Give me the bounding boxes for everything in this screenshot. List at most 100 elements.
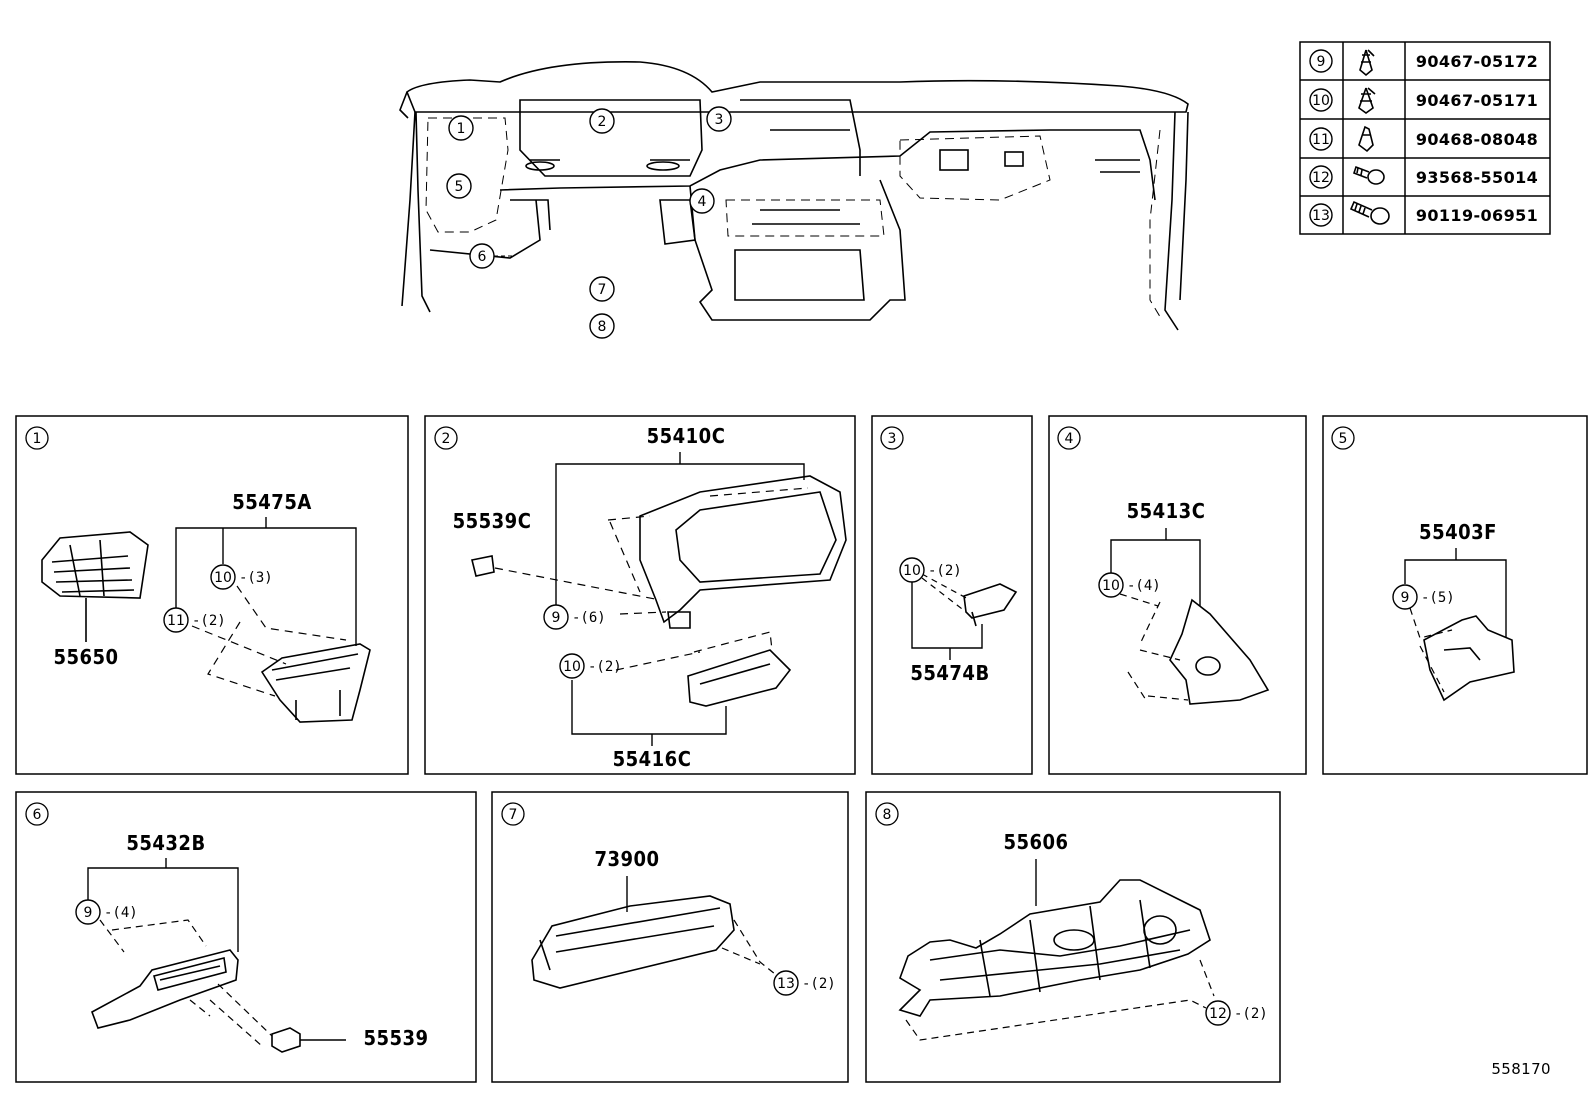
svg-text:5: 5 — [455, 179, 464, 195]
legend-ref: 13 — [1312, 208, 1330, 224]
svg-text:10: 10 — [563, 659, 581, 675]
svg-text:11: 11 — [167, 613, 185, 629]
callout-3: 3 — [706, 106, 732, 132]
part-label-55650: 55650 — [53, 645, 118, 669]
legend-ref: 9 — [1317, 54, 1326, 70]
trim-illustration — [1423, 615, 1515, 702]
svg-text:10: 10 — [1102, 578, 1120, 594]
svg-text:-(5): -(5) — [1421, 590, 1455, 606]
svg-text:-(4): -(4) — [1127, 578, 1161, 594]
leader-lines — [626, 876, 781, 979]
airbag-illustration — [531, 895, 735, 989]
ref-10: 10 -(2) — [899, 557, 962, 583]
panel-number: 6 — [33, 807, 42, 823]
clip-icon — [1359, 49, 1375, 77]
svg-text:8: 8 — [598, 319, 607, 335]
overview-callouts: 1 2 3 4 5 6 7 8 — [446, 106, 732, 339]
part-label-73900: 73900 — [594, 847, 659, 871]
part-label-55410C: 55410C — [647, 424, 726, 448]
leader-lines — [1110, 528, 1201, 701]
ref-10: 10 -(3) — [210, 564, 273, 590]
part-label-55432B: 55432B — [126, 831, 205, 855]
panel-number: 1 — [33, 431, 42, 447]
svg-text:-(2): -(2) — [802, 976, 836, 992]
switch-illustration — [471, 555, 495, 577]
svg-text:-(2): -(2) — [588, 659, 622, 675]
panel-number: 2 — [442, 431, 451, 447]
legend-part-number: 90467-05171 — [1416, 91, 1538, 110]
callout-2: 2 — [589, 108, 615, 134]
callout-4: 4 — [689, 188, 715, 214]
svg-text:-(4): -(4) — [104, 905, 138, 921]
part-label-55416C: 55416C — [613, 747, 692, 771]
panel-6: 6 55432B 55539 9 -(4) — [15, 791, 477, 1083]
fastener-legend-table: 9 90467-05172 10 90467-05171 11 90468-08… — [1299, 41, 1551, 235]
leader-lines — [87, 858, 346, 1047]
leader-lines — [175, 517, 357, 697]
leader-lines — [1404, 548, 1507, 693]
panel-7: 7 73900 13 -(2) — [491, 791, 849, 1083]
switch-illustration — [271, 1027, 301, 1053]
svg-text:9: 9 — [1401, 590, 1410, 606]
callout-6: 6 — [469, 243, 515, 269]
leader-lines — [494, 452, 809, 746]
cluster-hood-illustration — [639, 475, 847, 629]
svg-text:6: 6 — [478, 249, 487, 265]
svg-text:-(6): -(6) — [572, 610, 606, 626]
callout-8: 8 — [589, 313, 615, 339]
clip-icon — [1358, 87, 1376, 114]
ref-9: 9 -(4) — [75, 899, 138, 925]
panel-number: 8 — [883, 807, 892, 823]
diagram-id: 558170 — [1491, 1060, 1551, 1078]
svg-text:9: 9 — [84, 905, 93, 921]
panel-3: 3 55474B 10 -(2) — [871, 415, 1033, 775]
clip-icon — [1358, 125, 1374, 153]
part-label-55475A: 55475A — [232, 490, 312, 514]
panel-number: 4 — [1065, 431, 1074, 447]
svg-text:-(3): -(3) — [239, 570, 273, 586]
screw-icon — [1352, 165, 1385, 185]
panel-number: 5 — [1339, 431, 1348, 447]
panel-5: 5 55403F 9 -(5) — [1322, 415, 1588, 775]
panel-number: 3 — [888, 431, 897, 447]
svg-text:10: 10 — [903, 563, 921, 579]
svg-text:12: 12 — [1209, 1006, 1227, 1022]
ref-12: 12 -(2) — [1205, 1000, 1268, 1026]
dashboard-overview — [399, 61, 1189, 331]
panel-number: 7 — [509, 807, 518, 823]
svg-text:1: 1 — [457, 121, 466, 137]
trim-illustration — [91, 949, 239, 1029]
svg-text:9: 9 — [552, 610, 561, 626]
ref-10: 10 -(2) — [559, 653, 622, 679]
callout-5: 5 — [446, 173, 472, 199]
under-cover-illustration — [898, 879, 1211, 1017]
legend-row: 10 90467-05171 — [1309, 87, 1538, 114]
ref-9: 9 -(5) — [1392, 584, 1455, 610]
legend-part-number: 90467-05172 — [1416, 52, 1538, 71]
svg-text:7: 7 — [598, 282, 607, 298]
leader-lines — [911, 573, 983, 660]
legend-ref: 12 — [1312, 170, 1330, 186]
panel-4: 4 55413C 10 -(4) — [1048, 415, 1307, 775]
part-label-55403F: 55403F — [1419, 520, 1497, 544]
lower-panel-illustration — [687, 649, 792, 707]
ref-9: 9 -(6) — [543, 604, 606, 630]
panel-8: 8 55606 12 -(2) — [865, 791, 1281, 1083]
legend-ref: 11 — [1312, 132, 1330, 148]
part-label-55539: 55539 — [363, 1026, 428, 1050]
part-label-55606: 55606 — [1003, 830, 1068, 854]
svg-text:13: 13 — [777, 976, 795, 992]
svg-text:-(2): -(2) — [192, 613, 226, 629]
legend-part-number: 93568-55014 — [1416, 168, 1538, 187]
svg-text:-(2): -(2) — [1234, 1006, 1268, 1022]
part-label-55474B: 55474B — [910, 661, 989, 685]
legend-part-number: 90119-06951 — [1416, 206, 1538, 225]
part-label-55413C: 55413C — [1127, 499, 1206, 523]
leader-lines — [905, 859, 1215, 1041]
legend-ref: 10 — [1312, 93, 1330, 109]
legend-row: 13 90119-06951 — [1309, 200, 1538, 227]
panel-1: 1 55475A 55650 10 -(3) 11 -(2) — [15, 415, 409, 775]
vent-illustration — [41, 531, 149, 642]
part-label-55539C: 55539C — [453, 509, 532, 533]
callout-1: 1 — [448, 115, 474, 141]
